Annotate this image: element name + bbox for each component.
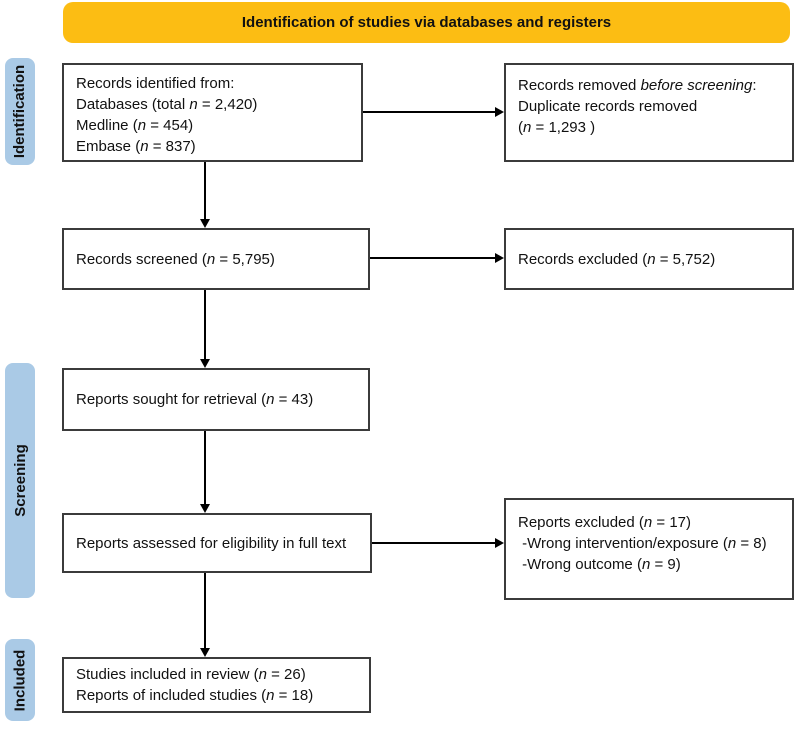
arrowhead-screened-to-excluded [495,253,504,263]
arrowhead-sought-to-assessed [200,504,210,513]
arrow-line-screened-to-sought [204,290,206,359]
arrow-line-assessed-to-included [204,573,206,648]
box-records-removed: Records removed before screening:Duplica… [504,63,794,162]
box-records-screened: Records screened (n = 5,795) [62,228,370,290]
stage-label-text: Included [11,649,29,711]
arrowhead-identified-to-removed [495,107,504,117]
arrow-line-identified-to-screened [204,162,206,219]
box-reports-sought: Reports sought for retrieval (n = 43) [62,368,370,431]
arrowhead-assessed-to-excluded [495,538,504,548]
stage-label-screening: Screening [5,363,35,598]
diagram-title: Identification of studies via databases … [241,14,612,31]
box-reports-excluded: Reports excluded (n = 17) -Wrong interve… [504,498,794,600]
arrowhead-identified-to-screened [200,219,210,228]
box-studies-included: Studies included in review (n = 26)Repor… [62,657,371,713]
arrowhead-assessed-to-included [200,648,210,657]
box-records-excluded: Records excluded (n = 5,752) [504,228,794,290]
box-records-identified: Records identified from:Databases (total… [62,63,363,162]
arrow-line-identified-to-removed [363,111,495,113]
diagram-header: Identification of studies via databases … [63,2,790,43]
stage-label-text: Identification [11,64,29,159]
arrow-line-assessed-to-excluded [372,542,495,544]
box-reports-assessed: Reports assessed for eligibility in full… [62,513,372,573]
arrow-line-sought-to-assessed [204,431,206,504]
arrowhead-screened-to-sought [200,359,210,368]
arrow-line-screened-to-excluded [370,257,495,259]
stage-label-identification: Identification [5,58,35,165]
stage-label-included: Included [5,639,35,721]
stage-label-text: Screening [11,444,29,517]
